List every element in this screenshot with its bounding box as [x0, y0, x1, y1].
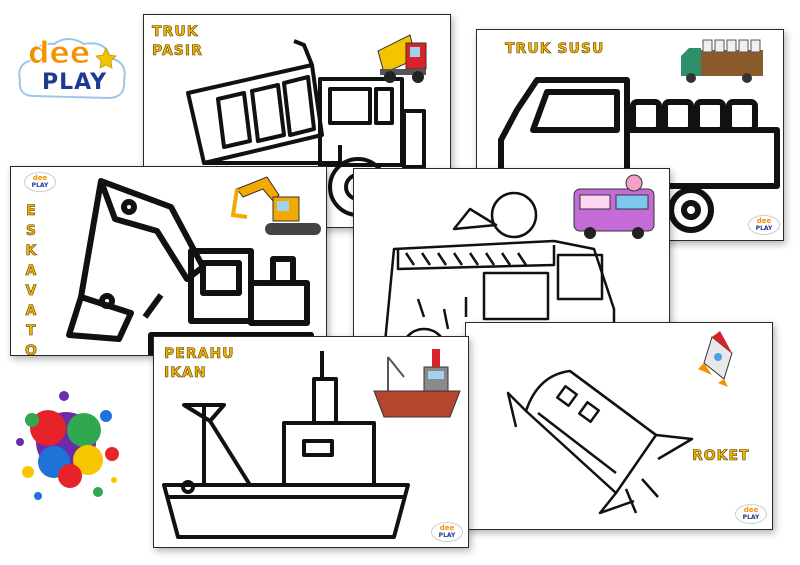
title-letter: O [25, 343, 38, 356]
brand-word-play: PLAY [42, 70, 107, 95]
star-icon [95, 46, 117, 69]
fishing-boat-outline [162, 349, 461, 539]
title-letter: S [25, 223, 37, 240]
ice-cream-truck-color-icon [573, 174, 655, 239]
title-letter: E [26, 203, 36, 220]
milk-truck-color-icon [681, 39, 763, 83]
page-title-perahu-ikan: PERAHU IKAN [164, 346, 235, 381]
title-letter: K [25, 243, 37, 260]
title-letter: V [25, 283, 37, 300]
brand-word-dee: dee [27, 36, 91, 72]
dump-truck-outline [186, 34, 427, 217]
excavator-outline [66, 176, 321, 355]
title-letter: T [26, 323, 36, 340]
fishing-boat-color-icon [373, 349, 461, 418]
title-letter: A [25, 263, 37, 280]
rocket-color-icon [698, 331, 733, 387]
brand-logo: dee PLAY [14, 34, 130, 110]
page-title-truk-susu: TRUK SUSU [505, 41, 605, 58]
page-title-eskavator: E S K A V A T O R [25, 201, 38, 356]
title-letter: A [25, 303, 37, 320]
excavator-color-icon [230, 176, 321, 235]
dump-truck-color-icon [377, 34, 427, 83]
brand-cloud-shape [18, 38, 126, 100]
paint-splash-icon [16, 391, 119, 500]
page-title-roket: ROKET [692, 448, 750, 465]
page-title-truk-pasir: TRUK PASIR [152, 24, 203, 59]
milk-truck-outline [498, 39, 780, 233]
rocket-outline [506, 331, 733, 515]
